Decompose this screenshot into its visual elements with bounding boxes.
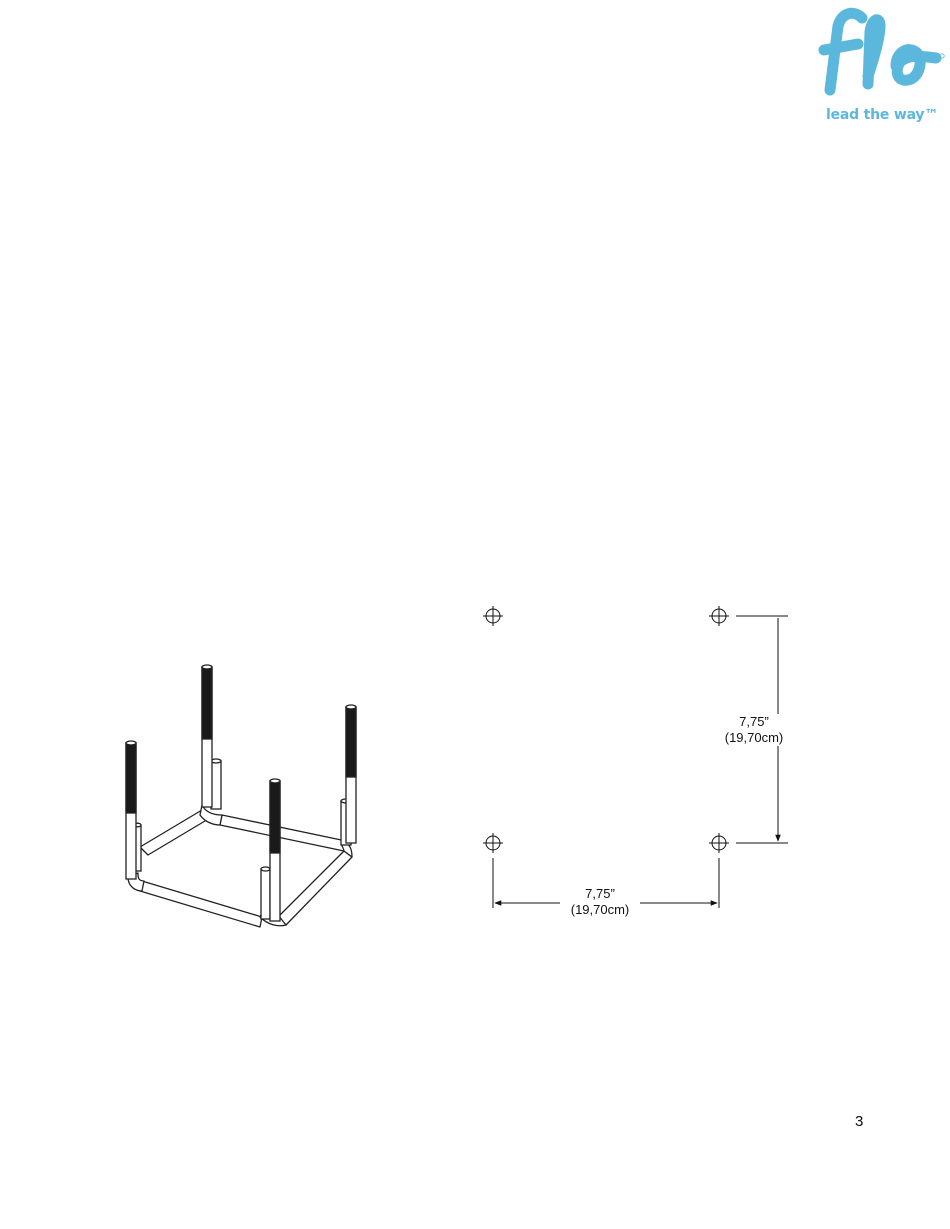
horizontal-dimension-metric: (19,70cm): [560, 902, 640, 918]
hole-marker-top-right: [709, 606, 729, 626]
frame-tube-front-left: [140, 881, 262, 927]
hole-marker-top-left: [483, 606, 503, 626]
vertical-dimension-metric: (19,70cm): [714, 730, 794, 746]
brand-tagline: lead the way™: [826, 107, 938, 123]
hole-marker-bottom-right: [709, 833, 729, 853]
hole-layout-diagram: 7,75” (19,70cm) 7,75” (19,70cm): [470, 596, 800, 926]
frame-tube-back-left: [140, 810, 210, 855]
frame-tube-front-right: [278, 851, 352, 925]
horizontal-dimension-imperial: 7,75”: [560, 886, 640, 902]
frame-tube-back-right: [220, 815, 346, 851]
vertical-dimension-label: 7,75” (19,70cm): [714, 714, 794, 746]
frame-isometric-drawing: [110, 655, 380, 940]
vertical-dimension-imperial: 7,75”: [714, 714, 794, 730]
horizontal-dimension-label: 7,75” (19,70cm): [560, 886, 640, 918]
flo-logo: lead the way™: [818, 4, 946, 128]
page-number: 3: [855, 1113, 863, 1130]
frame-stub-front: [261, 869, 270, 919]
flo-wordmark-icon: [818, 4, 946, 104]
hole-marker-bottom-left: [483, 833, 503, 853]
